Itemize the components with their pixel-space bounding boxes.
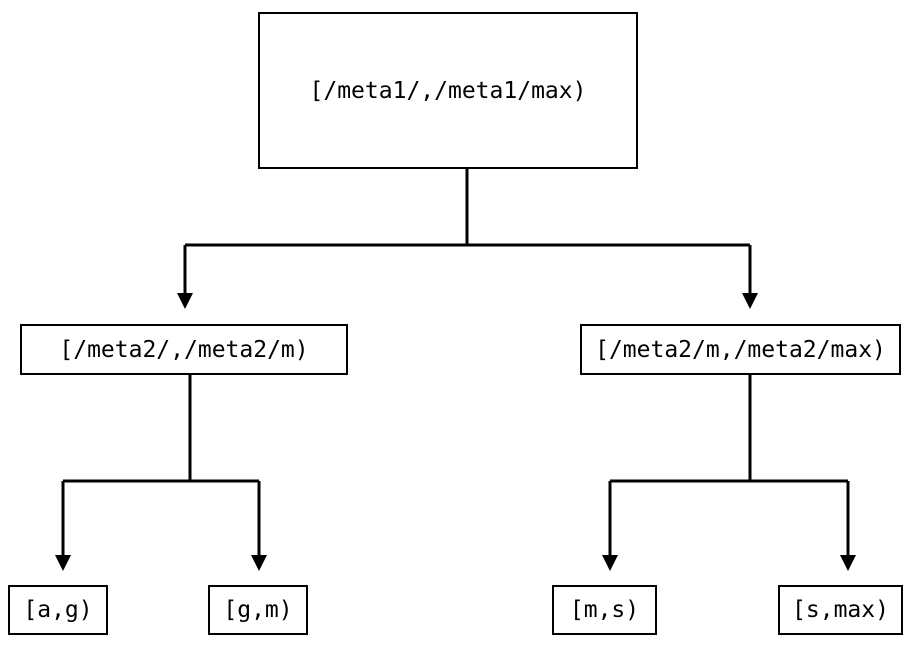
node-mid-left[interactable]: [/meta2/,/meta2/m) — [20, 324, 348, 375]
arrowhead-to-leaf-a-g — [55, 555, 71, 571]
arrowhead-to-leaf-s-max — [840, 555, 856, 571]
arrowhead-to-mid-right — [742, 293, 758, 309]
node-leaf-s-max-label: [s,max) — [792, 597, 889, 623]
node-root[interactable]: [/meta1/,/meta1/max) — [258, 12, 638, 169]
node-leaf-a-g[interactable]: [a,g) — [8, 585, 108, 635]
arrowhead-to-mid-left — [177, 293, 193, 309]
node-mid-left-label: [/meta2/,/meta2/m) — [59, 336, 309, 363]
node-leaf-g-m[interactable]: [g,m) — [208, 585, 308, 635]
node-leaf-m-s[interactable]: [m,s) — [552, 585, 657, 635]
node-leaf-s-max[interactable]: [s,max) — [778, 585, 903, 635]
node-mid-right[interactable]: [/meta2/m,/meta2/max) — [580, 324, 901, 375]
arrowhead-to-leaf-m-s — [602, 555, 618, 571]
node-root-label: [/meta1/,/meta1/max) — [309, 77, 587, 104]
node-leaf-m-s-label: [m,s) — [569, 597, 640, 623]
node-leaf-a-g-label: [a,g) — [23, 597, 93, 623]
node-leaf-g-m-label: [g,m) — [223, 597, 293, 623]
arrowhead-to-leaf-g-m — [251, 555, 267, 571]
node-mid-right-label: [/meta2/m,/meta2/max) — [595, 336, 886, 363]
